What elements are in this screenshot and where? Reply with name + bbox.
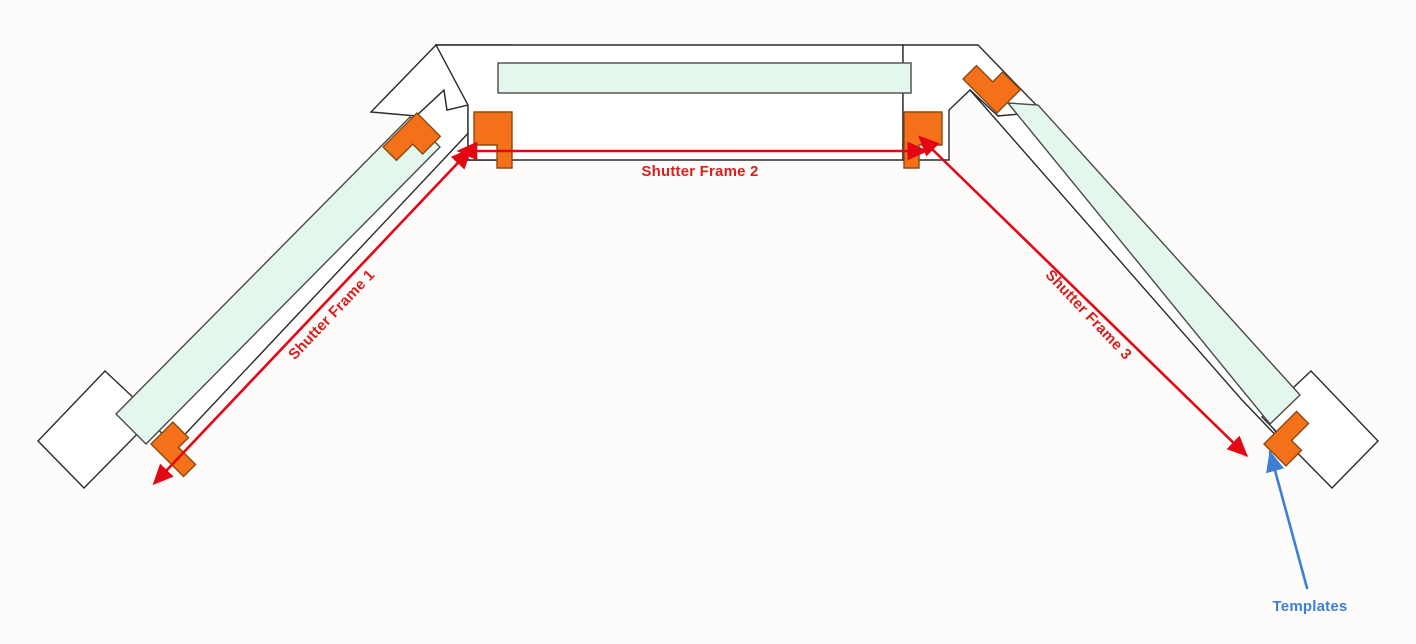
template-right-corner-diagonal — [962, 64, 1022, 114]
glass-left — [115, 116, 441, 445]
label-templates: Templates — [1273, 598, 1348, 615]
frame-right-arm — [969, 89, 1287, 447]
dimension-line-shutter-frame-1 — [152, 148, 472, 486]
label-shutter-frame-2: Shutter Frame 2 — [641, 163, 758, 180]
dimension-line-shutter-frame-3 — [918, 135, 1248, 457]
callout-line-templates — [1266, 450, 1309, 590]
glass-right — [1006, 102, 1301, 426]
glass-top — [497, 62, 912, 94]
label-shutter-frame-3: Shutter Frame 3 — [1042, 267, 1135, 364]
